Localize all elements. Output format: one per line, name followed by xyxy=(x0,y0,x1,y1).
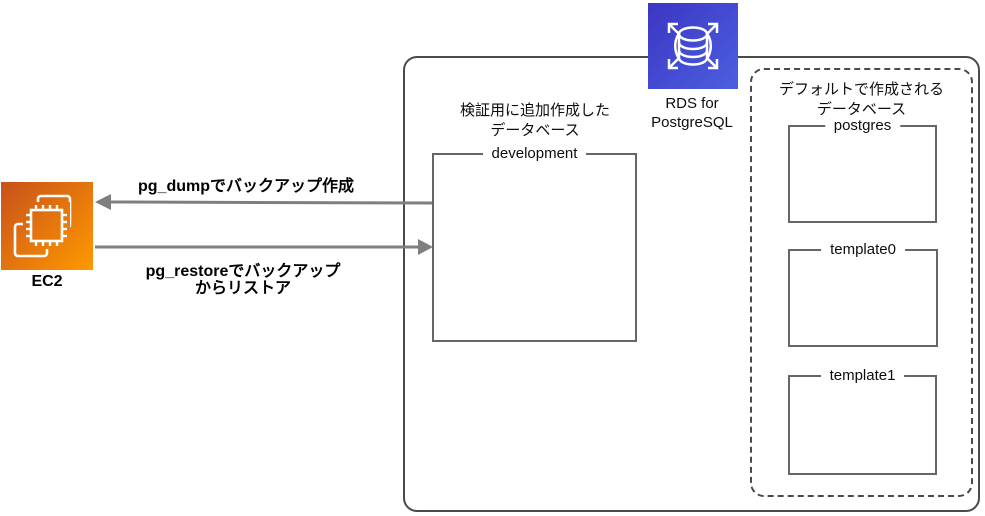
database-name-development: development xyxy=(482,144,587,164)
pg-dump-label: pg_dumpでバックアップ作成 xyxy=(138,178,354,195)
rds-label-line2: PostgreSQL xyxy=(651,114,733,131)
default-databases-caption-line2: データベース xyxy=(816,101,907,118)
database-box-postgres: postgres xyxy=(788,116,937,223)
database-name-template1: template1 xyxy=(820,366,905,386)
pg-dump-arrow xyxy=(95,194,433,210)
rds-label-line1: RDS for xyxy=(665,95,719,112)
database-name-template0: template0 xyxy=(821,240,905,260)
pg-dump-arrowhead xyxy=(95,194,111,210)
pg-restore-label: pg_restoreでバックアップ からリストア xyxy=(93,263,393,297)
dev-database-caption-line1: 検証用に追加作成した xyxy=(459,102,610,119)
ec2-label: EC2 xyxy=(31,273,63,290)
ec2-icon xyxy=(1,182,93,270)
pg-restore-arrow xyxy=(95,239,433,255)
rds-icon xyxy=(648,3,738,89)
default-databases-group xyxy=(750,68,973,497)
dev-database-caption: 検証用に追加作成した データベース xyxy=(420,101,650,141)
rds-label: RDS for PostgreSQL xyxy=(612,94,772,132)
pg-restore-label-line1: pg_restoreでバックアップ xyxy=(145,263,341,280)
database-box-template1: template1 xyxy=(788,366,937,475)
database-box-development: development xyxy=(432,144,637,342)
database-name-postgres: postgres xyxy=(824,116,901,136)
pg-restore-label-line2: からリストア xyxy=(194,280,291,297)
database-box-template0: template0 xyxy=(788,240,938,347)
default-databases-caption-line1: デフォルトで作成される xyxy=(778,81,944,98)
default-databases-caption: デフォルトで作成される データベース xyxy=(750,80,973,120)
dev-database-caption-line2: データベース xyxy=(490,122,580,139)
